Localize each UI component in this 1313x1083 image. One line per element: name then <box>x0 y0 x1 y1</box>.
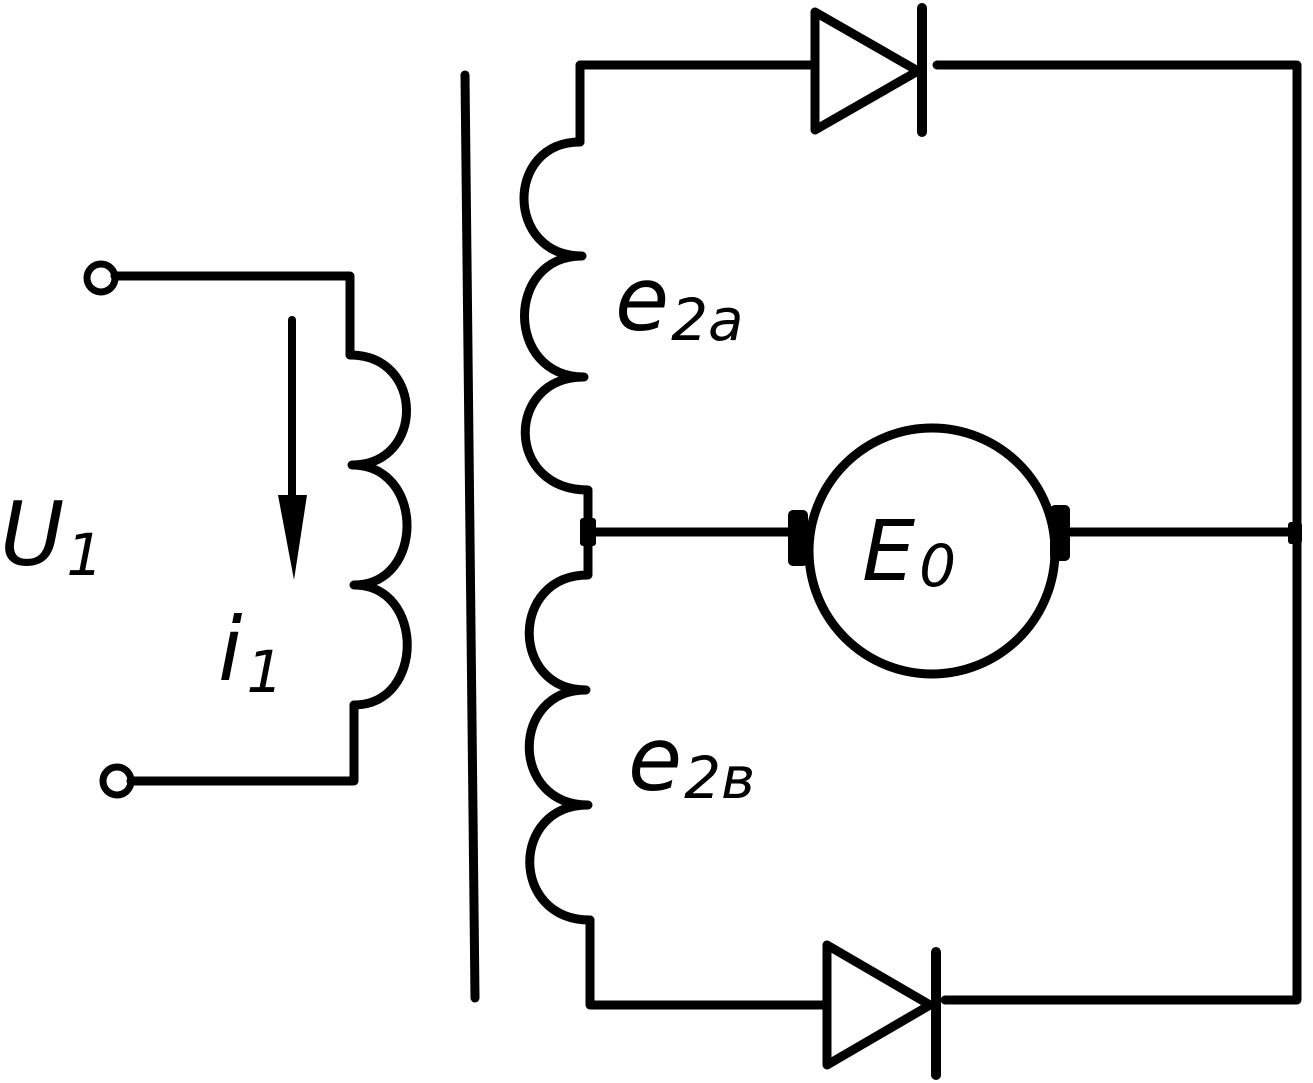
label-secondary-upper: e2a <box>615 248 744 354</box>
transformer-core <box>460 70 480 1003</box>
load-terminal-right <box>1050 505 1070 561</box>
label-secondary-lower: e2в <box>628 708 755 812</box>
label-secondary-upper-sub: 2a <box>671 286 743 354</box>
label-input-current: i1 <box>218 598 283 706</box>
label-secondary-upper-main: e <box>615 248 669 351</box>
primary-winding <box>345 350 412 710</box>
current-arrow-head <box>278 495 307 580</box>
secondary-winding-lower <box>524 525 595 925</box>
label-load-emf-main: E <box>862 502 915 600</box>
label-input-voltage-sub: 1 <box>66 521 103 589</box>
primary-wire-bottom <box>126 700 359 786</box>
label-input-current-sub: 1 <box>246 638 283 706</box>
secondary-wire-top <box>575 60 817 147</box>
label-secondary-lower-main: e <box>628 708 682 811</box>
diode-lower <box>822 940 935 1070</box>
label-secondary-lower-sub: 2в <box>684 744 755 812</box>
secondary-winding-upper <box>519 137 593 535</box>
label-load-emf-sub: 0 <box>919 532 956 600</box>
label-input-voltage: U1 <box>0 483 103 589</box>
load-terminal-left <box>788 510 808 566</box>
center-tap-node <box>580 518 596 546</box>
secondary-wire-bottom <box>585 915 830 1010</box>
primary-wire-top <box>110 271 355 360</box>
input-terminal-top <box>83 260 119 296</box>
output-node-right <box>1288 522 1302 544</box>
label-load-emf: E0 <box>862 502 956 600</box>
label-input-voltage-main: U <box>0 483 64 586</box>
diode-upper <box>810 7 923 135</box>
label-input-current-main: i <box>218 598 243 701</box>
